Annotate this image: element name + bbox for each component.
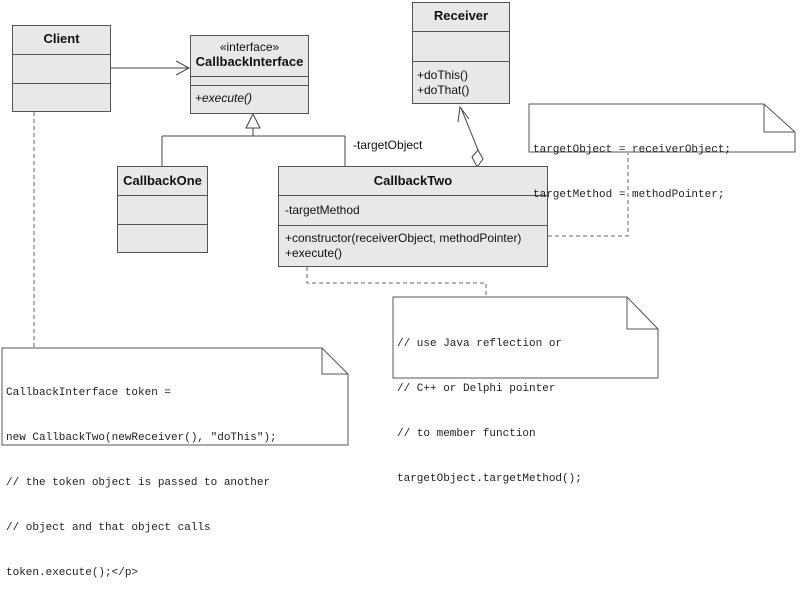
client-note-shape	[1, 347, 349, 446]
callback-two-name: CallbackTwo	[373, 173, 453, 188]
receiver-note-fold	[763, 104, 795, 133]
execute-note-line: targetObject.targetMethod();	[397, 473, 582, 485]
receiver-note-connector	[548, 153, 629, 237]
receiver-note-line: targetObject = receiverObject;	[533, 144, 732, 156]
client-note-line: new CallbackTwo(newReceiver(), "doThis")…	[6, 432, 277, 444]
receiver-name: Receiver	[433, 8, 489, 23]
receiver-note: targetObject = receiverObject; targetMet…	[533, 113, 731, 218]
execute-note-line: // C++ or Delphi pointer	[397, 383, 556, 395]
client-note-line: token.execute();</p>	[6, 567, 139, 579]
generalization-triangle	[245, 112, 261, 129]
client-class-name: Client	[43, 31, 80, 46]
receiver-method-dothat: +doThat()	[417, 83, 470, 97]
execute-note-connector	[306, 267, 487, 296]
client-note-line: CallbackInterface token =	[6, 387, 172, 399]
callback-two-field: -targetMethod	[285, 203, 360, 217]
execute-note-line: // to member function	[397, 428, 536, 440]
client-note-line: // object and that object calls	[6, 522, 211, 534]
aggregation-arrowhead	[457, 105, 470, 123]
callback-two-class[interactable]: CallbackTwo -targetMethod +constructor(r…	[278, 166, 548, 267]
receiver-method-dothis: +doThis()	[417, 68, 469, 82]
receiver-note-shape	[528, 103, 796, 153]
association-label: -targetObject	[353, 138, 423, 152]
callback-one-name: CallbackOne	[123, 173, 202, 188]
callback-interface-method: +execute()	[195, 91, 253, 105]
receiver-note-line: targetMethod = methodPointer;	[533, 189, 725, 201]
client-methods-section	[13, 83, 110, 111]
client-note-fold	[321, 348, 348, 375]
execute-note-shape	[392, 296, 659, 379]
callback-two-method-constructor: +constructor(receiverObject, methodPoint…	[285, 231, 522, 245]
diagram-connectors	[1, 60, 796, 446]
interface-stereotype: «interface»	[219, 40, 280, 54]
callback-one-attributes-section	[118, 195, 207, 224]
client-note: CallbackInterface token = new CallbackTw…	[6, 356, 277, 596]
client-attributes-section	[13, 54, 110, 83]
client-dependency-arrowhead	[175, 60, 191, 76]
aggregation-line	[460, 107, 479, 151]
callback-one-class[interactable]: CallbackOne	[117, 166, 208, 253]
execute-note-fold	[626, 297, 658, 330]
callback-interface-attributes-section	[191, 76, 308, 85]
aggregation-diamond	[471, 149, 484, 168]
callback-one-methods-section	[118, 224, 207, 252]
callback-interface-class[interactable]: «interface» CallbackInterface +execute()	[190, 35, 309, 114]
client-class[interactable]: Client	[12, 25, 111, 112]
callback-interface-name: CallbackInterface	[195, 54, 304, 69]
execute-note: // use Java reflection or // C++ or Delp…	[397, 307, 582, 502]
callback-two-method-execute: +execute()	[285, 246, 343, 260]
execute-note-line: // use Java reflection or	[397, 338, 563, 350]
client-note-line: // the token object is passed to another	[6, 477, 271, 489]
receiver-class[interactable]: Receiver +doThis() +doThat()	[412, 2, 510, 104]
receiver-attributes-section	[413, 31, 509, 61]
